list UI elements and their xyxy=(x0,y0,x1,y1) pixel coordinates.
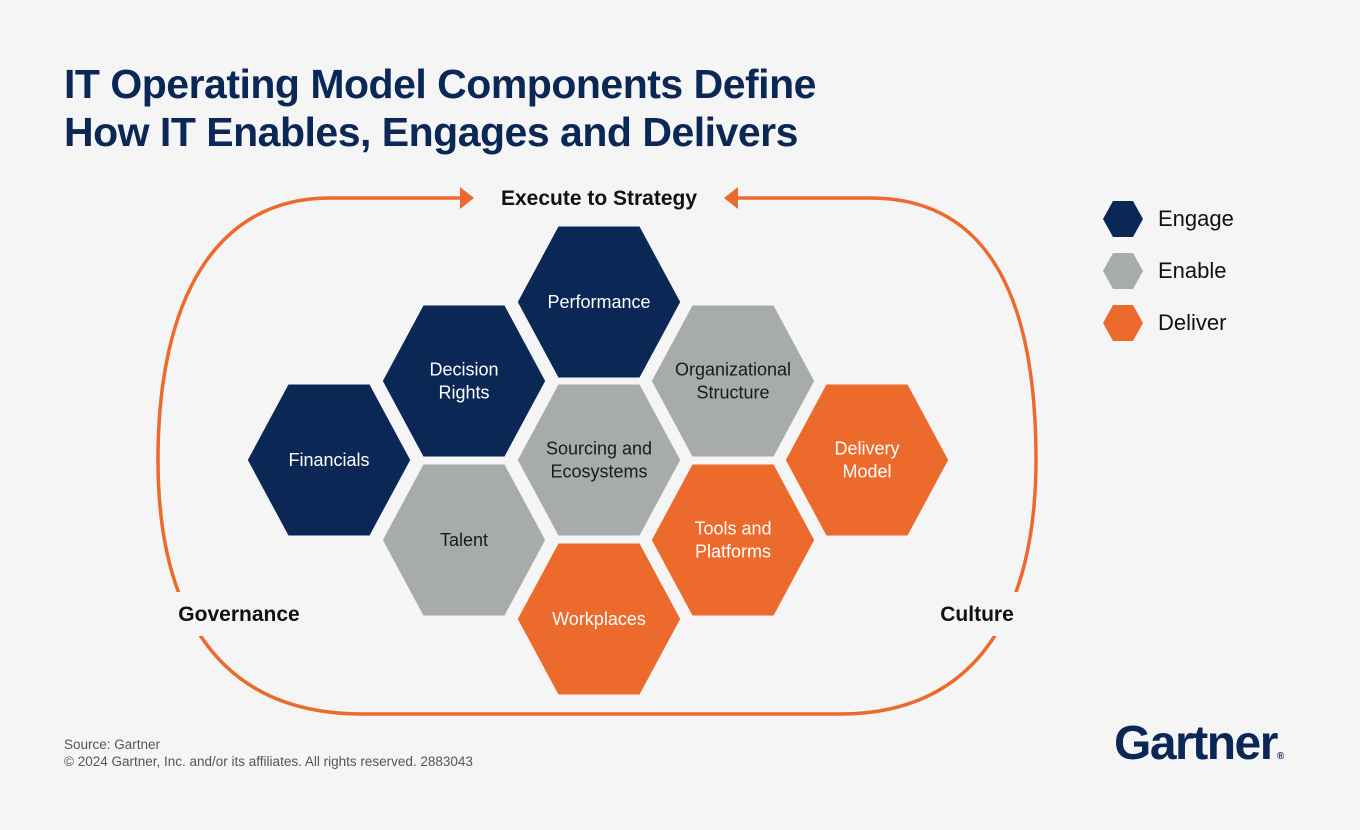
source-line: Source: Gartner xyxy=(64,737,161,752)
hexagon-shape xyxy=(242,379,416,541)
hexagon-label: Structure xyxy=(696,383,769,403)
hexagon-label: Ecosystems xyxy=(550,462,647,482)
ring-label-top: Execute to Strategy xyxy=(501,187,697,210)
hexagon-label: Organizational xyxy=(675,360,791,380)
hexagon-shape xyxy=(646,300,820,462)
ring-arrowhead-right xyxy=(724,187,738,209)
legend-item-engage: Engage xyxy=(1103,193,1234,245)
hexagon-label: Tools and xyxy=(694,519,771,539)
legend-swatch-enable-icon xyxy=(1103,253,1143,289)
hexagon-financials: Financials xyxy=(242,379,416,541)
hexagon-shape xyxy=(646,459,820,621)
hexagon-label: Rights xyxy=(438,383,489,403)
hexagon-label: Financials xyxy=(288,450,369,470)
hexagon-label: Workplaces xyxy=(552,609,646,629)
hexagon-label: Model xyxy=(842,462,891,482)
hexagon-label: Delivery xyxy=(834,439,899,459)
hexagon-performance: Performance xyxy=(512,221,686,383)
copyright-line: © 2024 Gartner, Inc. and/or its affiliat… xyxy=(64,754,473,769)
hexagon-label: Platforms xyxy=(695,542,771,562)
legend-label: Deliver xyxy=(1158,310,1227,335)
hexagon-shape xyxy=(512,379,686,541)
legend-item-enable: Enable xyxy=(1103,245,1234,297)
title-line-1: IT Operating Model Components Define xyxy=(64,61,816,107)
hexagon-label: Sourcing and xyxy=(546,439,652,459)
hexagon-shape xyxy=(377,300,551,462)
hexagon-talent: Talent xyxy=(377,459,551,621)
legend-label: Enable xyxy=(1158,258,1227,283)
legend: Engage Enable Deliver xyxy=(1103,193,1234,349)
logo-registered-mark: ® xyxy=(1276,751,1285,762)
hexagon-workplaces: Workplaces xyxy=(512,538,686,700)
logo-text: Gartner xyxy=(1114,717,1278,770)
legend-label: Engage xyxy=(1158,206,1234,231)
hexagon-shape xyxy=(780,379,954,541)
gartner-logo: Gartner® xyxy=(1114,716,1284,771)
ring-label-governance: Governance xyxy=(178,603,299,626)
ring-label-culture: Culture xyxy=(940,603,1014,626)
legend-swatch-deliver-icon xyxy=(1103,305,1143,341)
legend-item-deliver: Deliver xyxy=(1103,297,1234,349)
hexagon-label: Talent xyxy=(440,530,488,550)
ring-right-path xyxy=(600,196,1038,716)
hexagon-shape xyxy=(377,459,551,621)
page-title: IT Operating Model Components Define How… xyxy=(64,60,816,156)
hexagon-label: Decision xyxy=(429,360,498,380)
hexagon-label: Performance xyxy=(547,292,650,312)
hexagon-shape xyxy=(512,538,686,700)
title-line-2: How IT Enables, Engages and Delivers xyxy=(64,109,798,155)
ring-left-path xyxy=(156,196,600,716)
source-note: Source: Gartner © 2024 Gartner, Inc. and… xyxy=(64,736,473,770)
legend-swatch-engage-icon xyxy=(1103,201,1143,237)
ring-arrowhead-left xyxy=(460,187,474,209)
